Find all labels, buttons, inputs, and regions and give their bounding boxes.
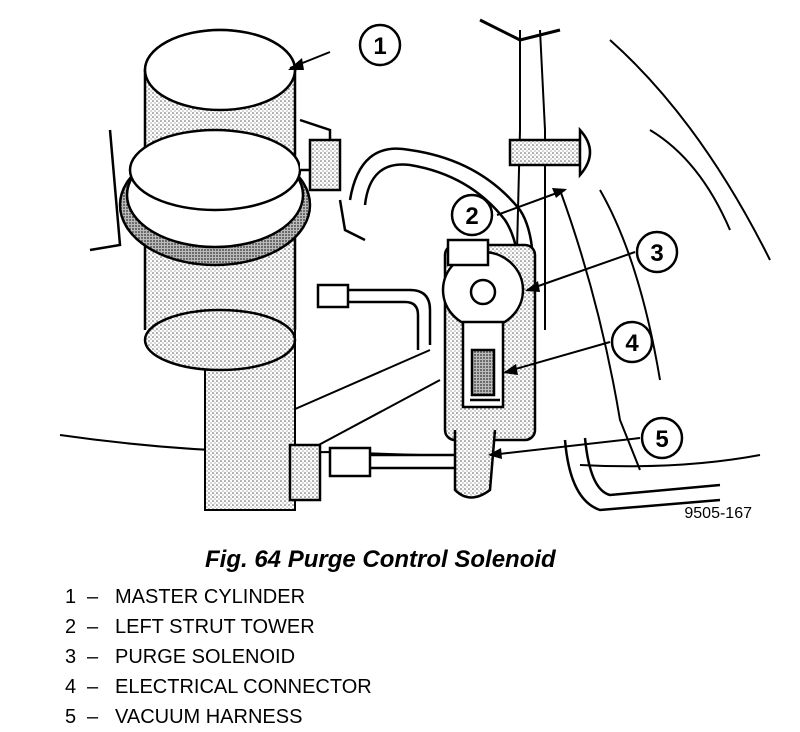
legend-item: 5 – VACUUM HARNESS bbox=[65, 702, 372, 732]
legend-label: LEFT STRUT TOWER bbox=[115, 616, 315, 638]
legend-number: 3 bbox=[65, 646, 77, 668]
legend-dash: – bbox=[87, 706, 99, 728]
callout-4-label: 4 bbox=[625, 330, 639, 357]
legend-label: MASTER CYLINDER bbox=[115, 586, 306, 608]
leader-lines bbox=[289, 51, 641, 456]
callout-5-label: 5 bbox=[655, 426, 668, 453]
master-cylinder bbox=[89, 28, 342, 372]
legend-label: VACUUM HARNESS bbox=[115, 706, 303, 728]
brake-line bbox=[316, 283, 432, 350]
callout-2: 2 bbox=[450, 193, 494, 237]
callout-4: 4 bbox=[610, 320, 654, 364]
mounting-bolt bbox=[508, 126, 592, 179]
legend-item: 3 – PURGE SOLENOID bbox=[65, 642, 372, 672]
callout-1-label: 1 bbox=[373, 33, 386, 60]
legend-item: 2 – LEFT STRUT TOWER bbox=[65, 612, 372, 642]
legend-label: PURGE SOLENOID bbox=[115, 646, 296, 668]
electrical-connector bbox=[461, 320, 505, 409]
callout-3: 3 bbox=[635, 230, 679, 274]
legend-dash: – bbox=[87, 676, 99, 698]
leader-arrowheads bbox=[288, 58, 567, 459]
legend-item: 1 – MASTER CYLINDER bbox=[65, 582, 372, 612]
legend-label: ELECTRICAL CONNECTOR bbox=[115, 676, 372, 698]
legend-number: 1 bbox=[65, 586, 77, 608]
figure-number: 9505-167 bbox=[684, 505, 752, 522]
callout-3-label: 3 bbox=[650, 240, 663, 267]
legend: 1 – MASTER CYLINDER 2 – LEFT STRUT TOWER… bbox=[65, 582, 372, 732]
callout-1: 1 bbox=[358, 23, 402, 67]
legend-number: 5 bbox=[65, 706, 77, 728]
callout-2-label: 2 bbox=[465, 203, 478, 230]
legend-number: 4 bbox=[65, 676, 77, 698]
vacuum-harness bbox=[288, 429, 721, 512]
callout-5: 5 bbox=[640, 416, 684, 460]
purge-solenoid-illustration: 1 2 3 4 5 9505-167 bbox=[59, 18, 771, 522]
legend-dash: – bbox=[87, 646, 99, 668]
legend-item: 4 – ELECTRICAL CONNECTOR bbox=[65, 672, 372, 702]
legend-number: 2 bbox=[65, 616, 77, 638]
legend-dash: – bbox=[87, 616, 99, 638]
figure-caption: Fig. 64 Purge Control Solenoid bbox=[205, 546, 556, 573]
engine-bay-linework bbox=[59, 18, 771, 471]
legend-dash: – bbox=[87, 586, 99, 608]
